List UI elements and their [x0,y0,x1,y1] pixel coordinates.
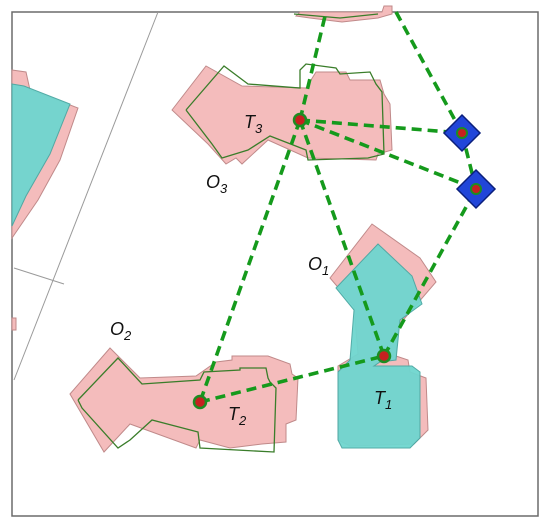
label-t2: T2 [228,404,247,428]
label-t3: T3 [244,112,263,136]
target-node-t3 [292,112,308,128]
link-cp1-top [394,11,464,134]
building-footprint [293,13,379,19]
building-o3 [171,63,393,165]
building-shape [294,5,393,23]
label-o3: O3 [206,172,228,196]
label-subscript: 1 [385,397,392,412]
building-o1 [329,223,437,449]
target-node-t1 [376,348,392,364]
label-subscript: 1 [322,263,329,278]
label-base: O [110,319,124,339]
link-t3-t1 [298,119,386,357]
link-t3-top [298,11,328,121]
control-point-a [442,113,482,153]
link-t3-t2 [198,119,302,403]
label-t1: T1 [374,388,392,412]
link-t3-cp1 [299,118,463,135]
building-shape [11,317,17,331]
label-base: O [308,254,322,274]
label-base: T [228,404,241,424]
label-subscript: 2 [123,328,132,343]
label-subscript: 3 [220,181,228,196]
building-footprint [185,63,385,161]
parcel-line [13,267,65,285]
label-subscript: 3 [255,121,263,136]
label-base: T [244,112,257,132]
label-base: O [206,172,220,192]
parcel-lines [13,11,159,381]
label-base: T [374,388,387,408]
label-subscript: 2 [238,413,247,428]
top-building [293,5,393,23]
target-node-t2 [192,394,208,410]
cyan-overlay [335,243,423,449]
parcel-line [13,11,159,381]
building-footprint [77,357,277,453]
label-o2: O2 [110,319,132,343]
control-point-center [456,127,468,139]
cyan-overlay [11,83,71,227]
control-point-center [470,183,482,195]
building-o2 [69,347,299,453]
label-o1: O1 [308,254,329,278]
control-point-b [455,168,497,210]
left-edge-building [11,69,79,331]
